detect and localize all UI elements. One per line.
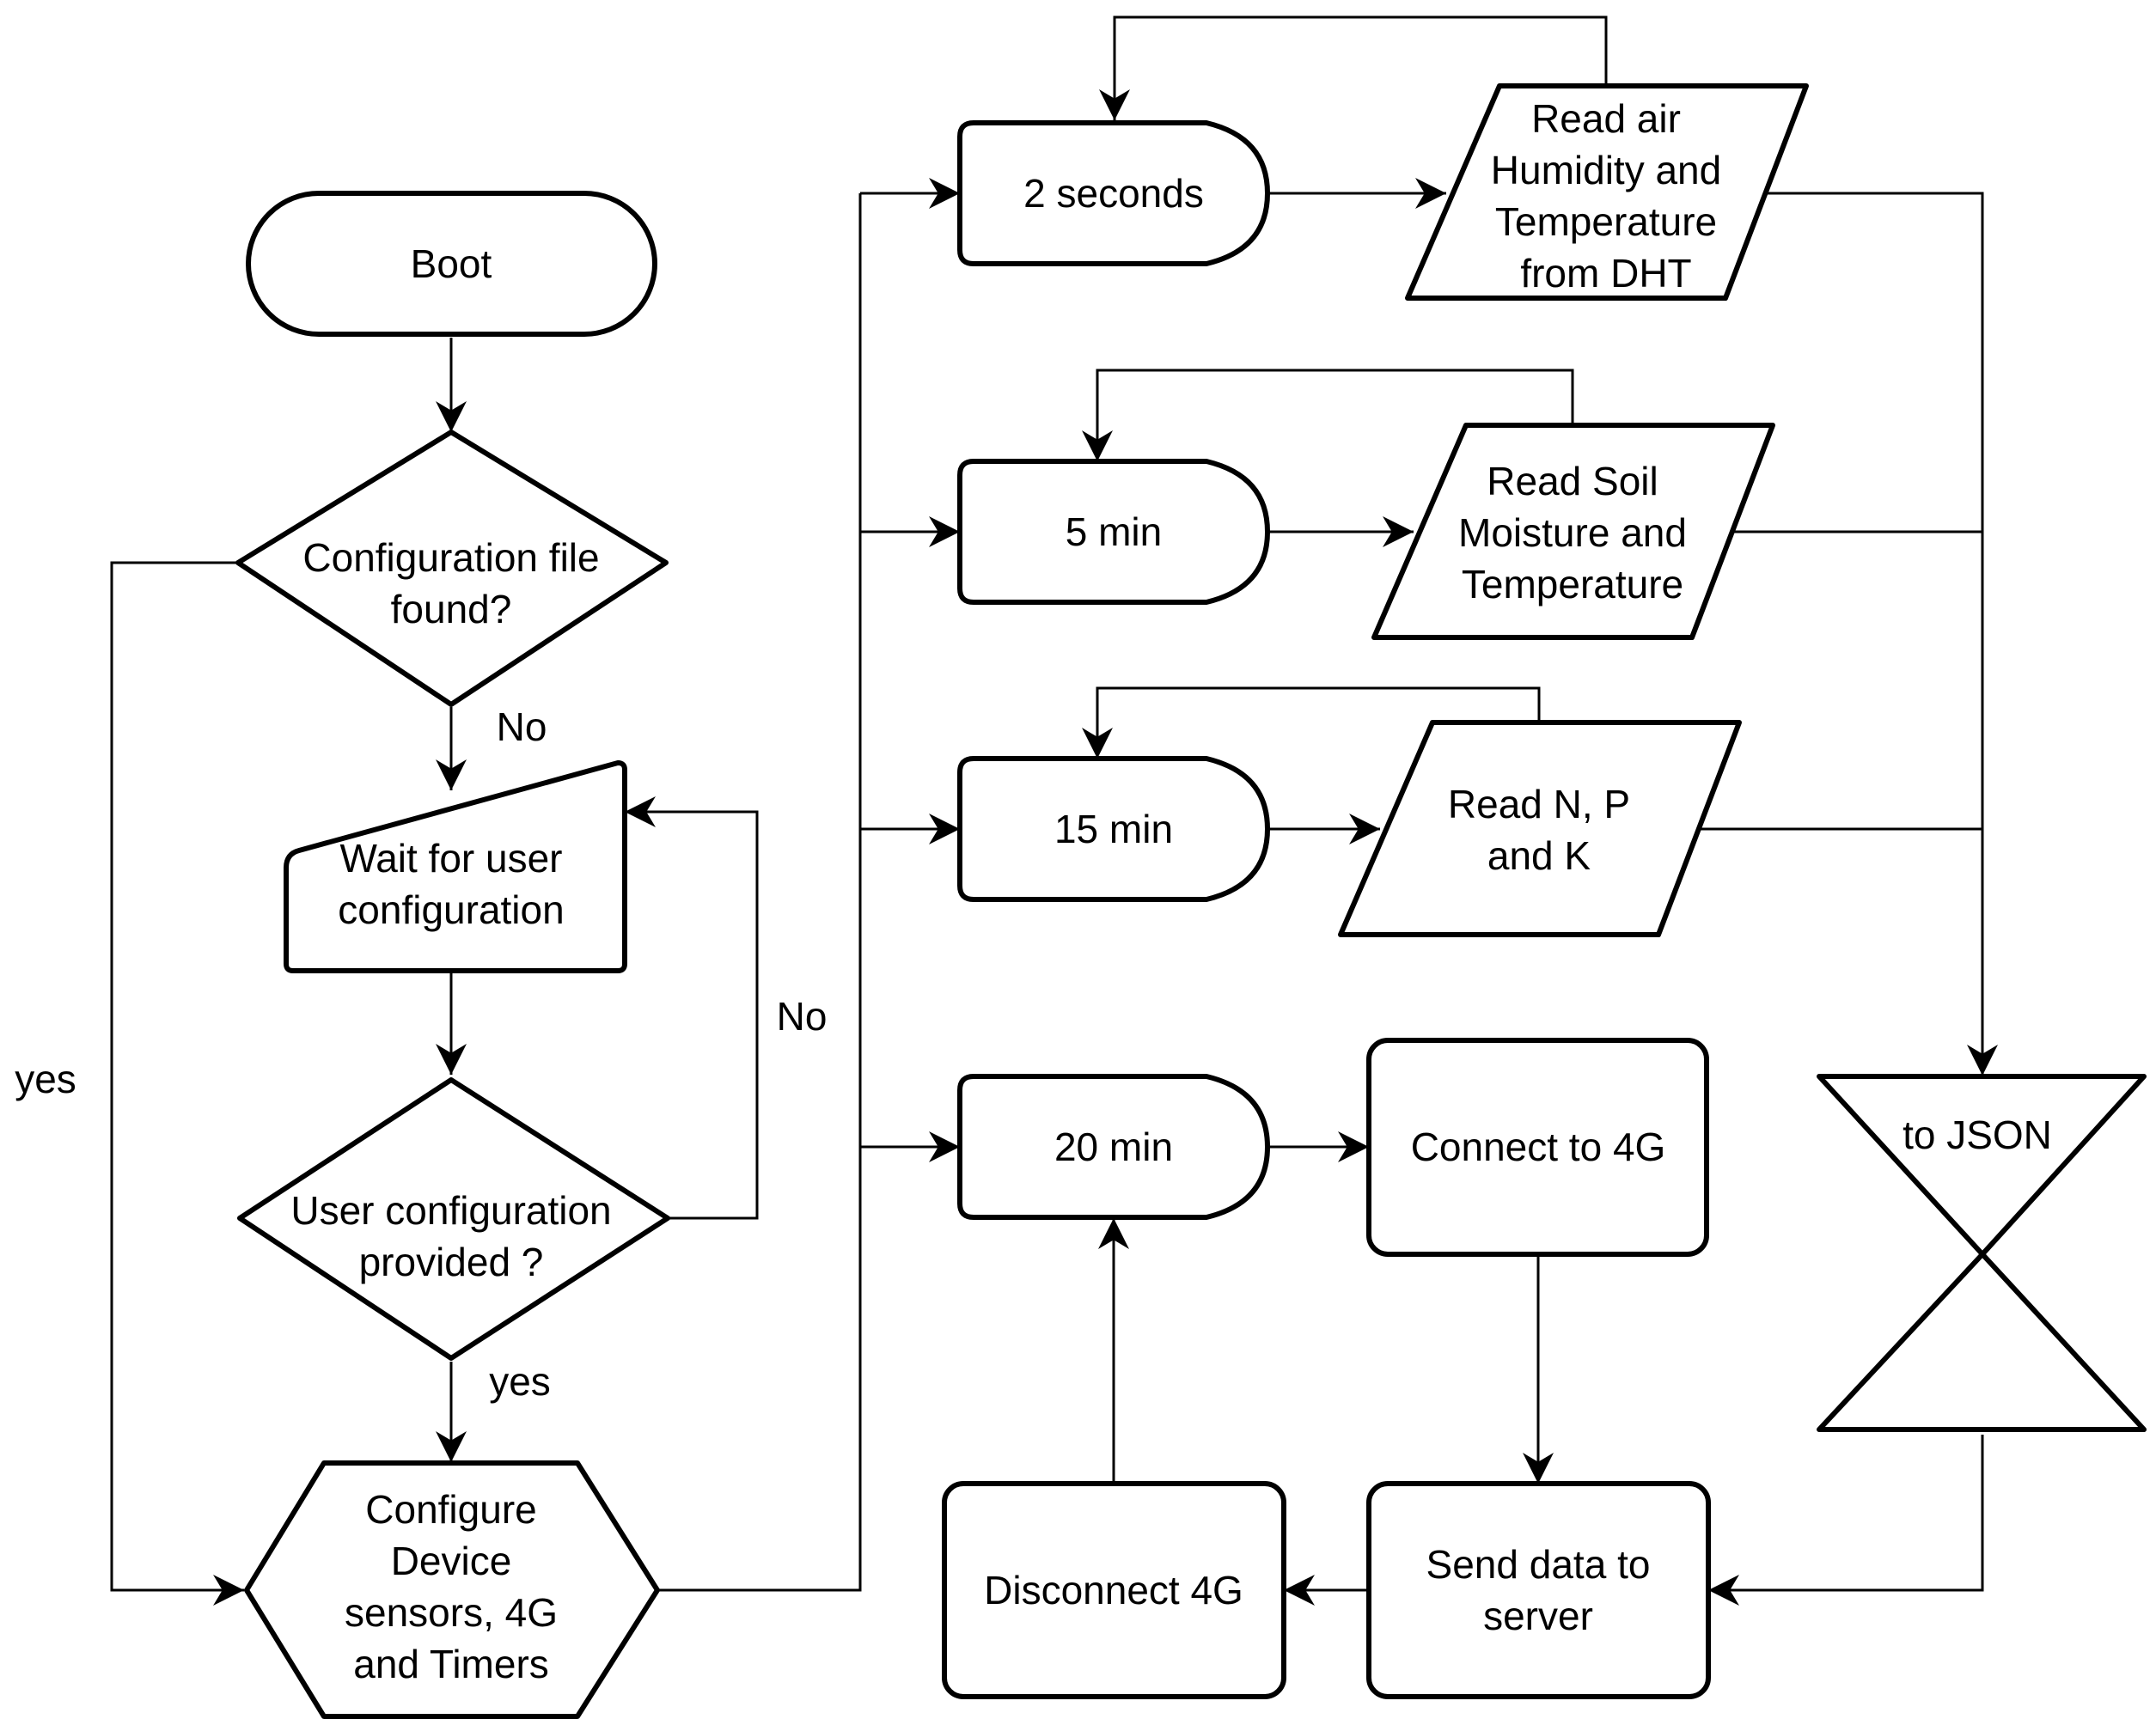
wait-user-label: Wait for user configuration bbox=[338, 836, 564, 932]
read-soil-io bbox=[1371, 423, 1775, 640]
send-data-process bbox=[1366, 1481, 1711, 1699]
configure-line-1: Configure bbox=[365, 1487, 536, 1532]
edge-read-dht-loop bbox=[1099, 15, 1608, 120]
edge-labels: No yes No yes bbox=[15, 704, 827, 1404]
read-soil-line-2: Moisture and bbox=[1458, 510, 1687, 555]
read-npk-io bbox=[1338, 720, 1742, 937]
to-json-collate bbox=[1817, 1074, 2147, 1257]
connect-4g-line-1: Connect to 4G bbox=[1411, 1125, 1666, 1169]
user-provided-decision bbox=[237, 1077, 670, 1361]
edges bbox=[110, 15, 1998, 1606]
edge-config-yes-to-configure bbox=[110, 561, 244, 1606]
to-json-line-1: to JSON bbox=[1903, 1112, 2052, 1157]
timer-20-min-delay bbox=[957, 1074, 1270, 1220]
timer-2-seconds-label: 2 seconds bbox=[1023, 171, 1204, 216]
boot-label: Boot bbox=[411, 241, 492, 286]
edge-configure-bus bbox=[657, 193, 862, 1592]
read-soil-line-1: Read Soil bbox=[1487, 459, 1658, 503]
to-json-label: to JSON bbox=[1903, 1112, 2052, 1157]
boot-terminator bbox=[246, 191, 657, 337]
user-provided-line-2: provided ? bbox=[359, 1240, 544, 1284]
edge-read-soil-loop bbox=[1082, 369, 1574, 461]
read-soil-line-3: Temperature bbox=[1462, 562, 1683, 607]
timer-15-min-label: 15 min bbox=[1054, 807, 1173, 851]
user-provided-line-1: User configuration bbox=[290, 1188, 611, 1233]
read-dht-line-3: Temperature bbox=[1495, 199, 1717, 244]
wait-user-line-1: Wait for user bbox=[339, 836, 562, 881]
configure-line-4: and Timers bbox=[353, 1642, 549, 1686]
config-found-decision bbox=[235, 430, 669, 707]
connect-4g-process bbox=[1366, 1038, 1709, 1257]
read-npk-line-2: and K bbox=[1487, 833, 1591, 878]
wait-user-line-2: configuration bbox=[338, 887, 564, 932]
boot-line-1: Boot bbox=[411, 241, 492, 286]
edge-read-npk-loop bbox=[1082, 686, 1541, 759]
configure-line-3: sensors, 4G bbox=[345, 1590, 558, 1635]
read-dht-line-4: from DHT bbox=[1520, 251, 1691, 296]
disconnect-4g-process bbox=[942, 1481, 1286, 1699]
read-npk-label: Read N, P and K bbox=[1448, 782, 1630, 878]
node-labels: Boot Configuration file found? Wait for u… bbox=[290, 96, 2052, 1686]
timer-20min-line-1: 20 min bbox=[1054, 1125, 1173, 1169]
edge-sensors-to-json-bus bbox=[1766, 192, 1998, 1076]
configure-line-2: Device bbox=[391, 1539, 512, 1583]
read-npk-line-1: Read N, P bbox=[1448, 782, 1630, 826]
config-found-line-2: found? bbox=[391, 587, 512, 631]
connect-4g-label: Connect to 4G bbox=[1411, 1125, 1666, 1169]
timer-20-min-label: 20 min bbox=[1054, 1125, 1173, 1169]
wait-user-manual-input bbox=[284, 760, 627, 973]
timer-2s-line-1: 2 seconds bbox=[1023, 171, 1204, 216]
configure-preparation bbox=[244, 1460, 660, 1719]
label-no-config: No bbox=[497, 704, 547, 749]
config-found-line-1: Configuration file bbox=[302, 535, 599, 580]
label-no-user: No bbox=[777, 994, 828, 1039]
send-data-label: Send data to server bbox=[1426, 1542, 1651, 1638]
edge-user-no-to-wait bbox=[625, 796, 759, 1220]
read-dht-line-1: Read air bbox=[1531, 96, 1681, 141]
label-yes-user: yes bbox=[489, 1359, 551, 1404]
disconnect-4g-label: Disconnect 4G bbox=[984, 1568, 1243, 1612]
timer-15min-line-1: 15 min bbox=[1054, 807, 1173, 851]
label-yes-config: yes bbox=[15, 1057, 76, 1101]
config-found-label: Configuration file found? bbox=[302, 535, 599, 631]
timer-5-min-label: 5 min bbox=[1066, 509, 1162, 554]
read-dht-io bbox=[1405, 83, 1809, 301]
shapes bbox=[235, 83, 2147, 1719]
to-json-collate-lower bbox=[1817, 1252, 2147, 1432]
timer-5min-line-1: 5 min bbox=[1066, 509, 1162, 554]
timer-2-seconds-delay bbox=[957, 120, 1270, 266]
user-provided-label: User configuration provided ? bbox=[290, 1188, 611, 1284]
disconnect-4g-line-1: Disconnect 4G bbox=[984, 1568, 1243, 1612]
edge-json-to-send-data bbox=[1708, 1435, 1984, 1606]
send-data-line-1: Send data to bbox=[1426, 1542, 1651, 1587]
send-data-line-2: server bbox=[1483, 1594, 1593, 1638]
timer-15-min-delay bbox=[957, 756, 1270, 902]
read-dht-line-2: Humidity and bbox=[1491, 148, 1721, 192]
timer-5-min-delay bbox=[957, 459, 1270, 605]
